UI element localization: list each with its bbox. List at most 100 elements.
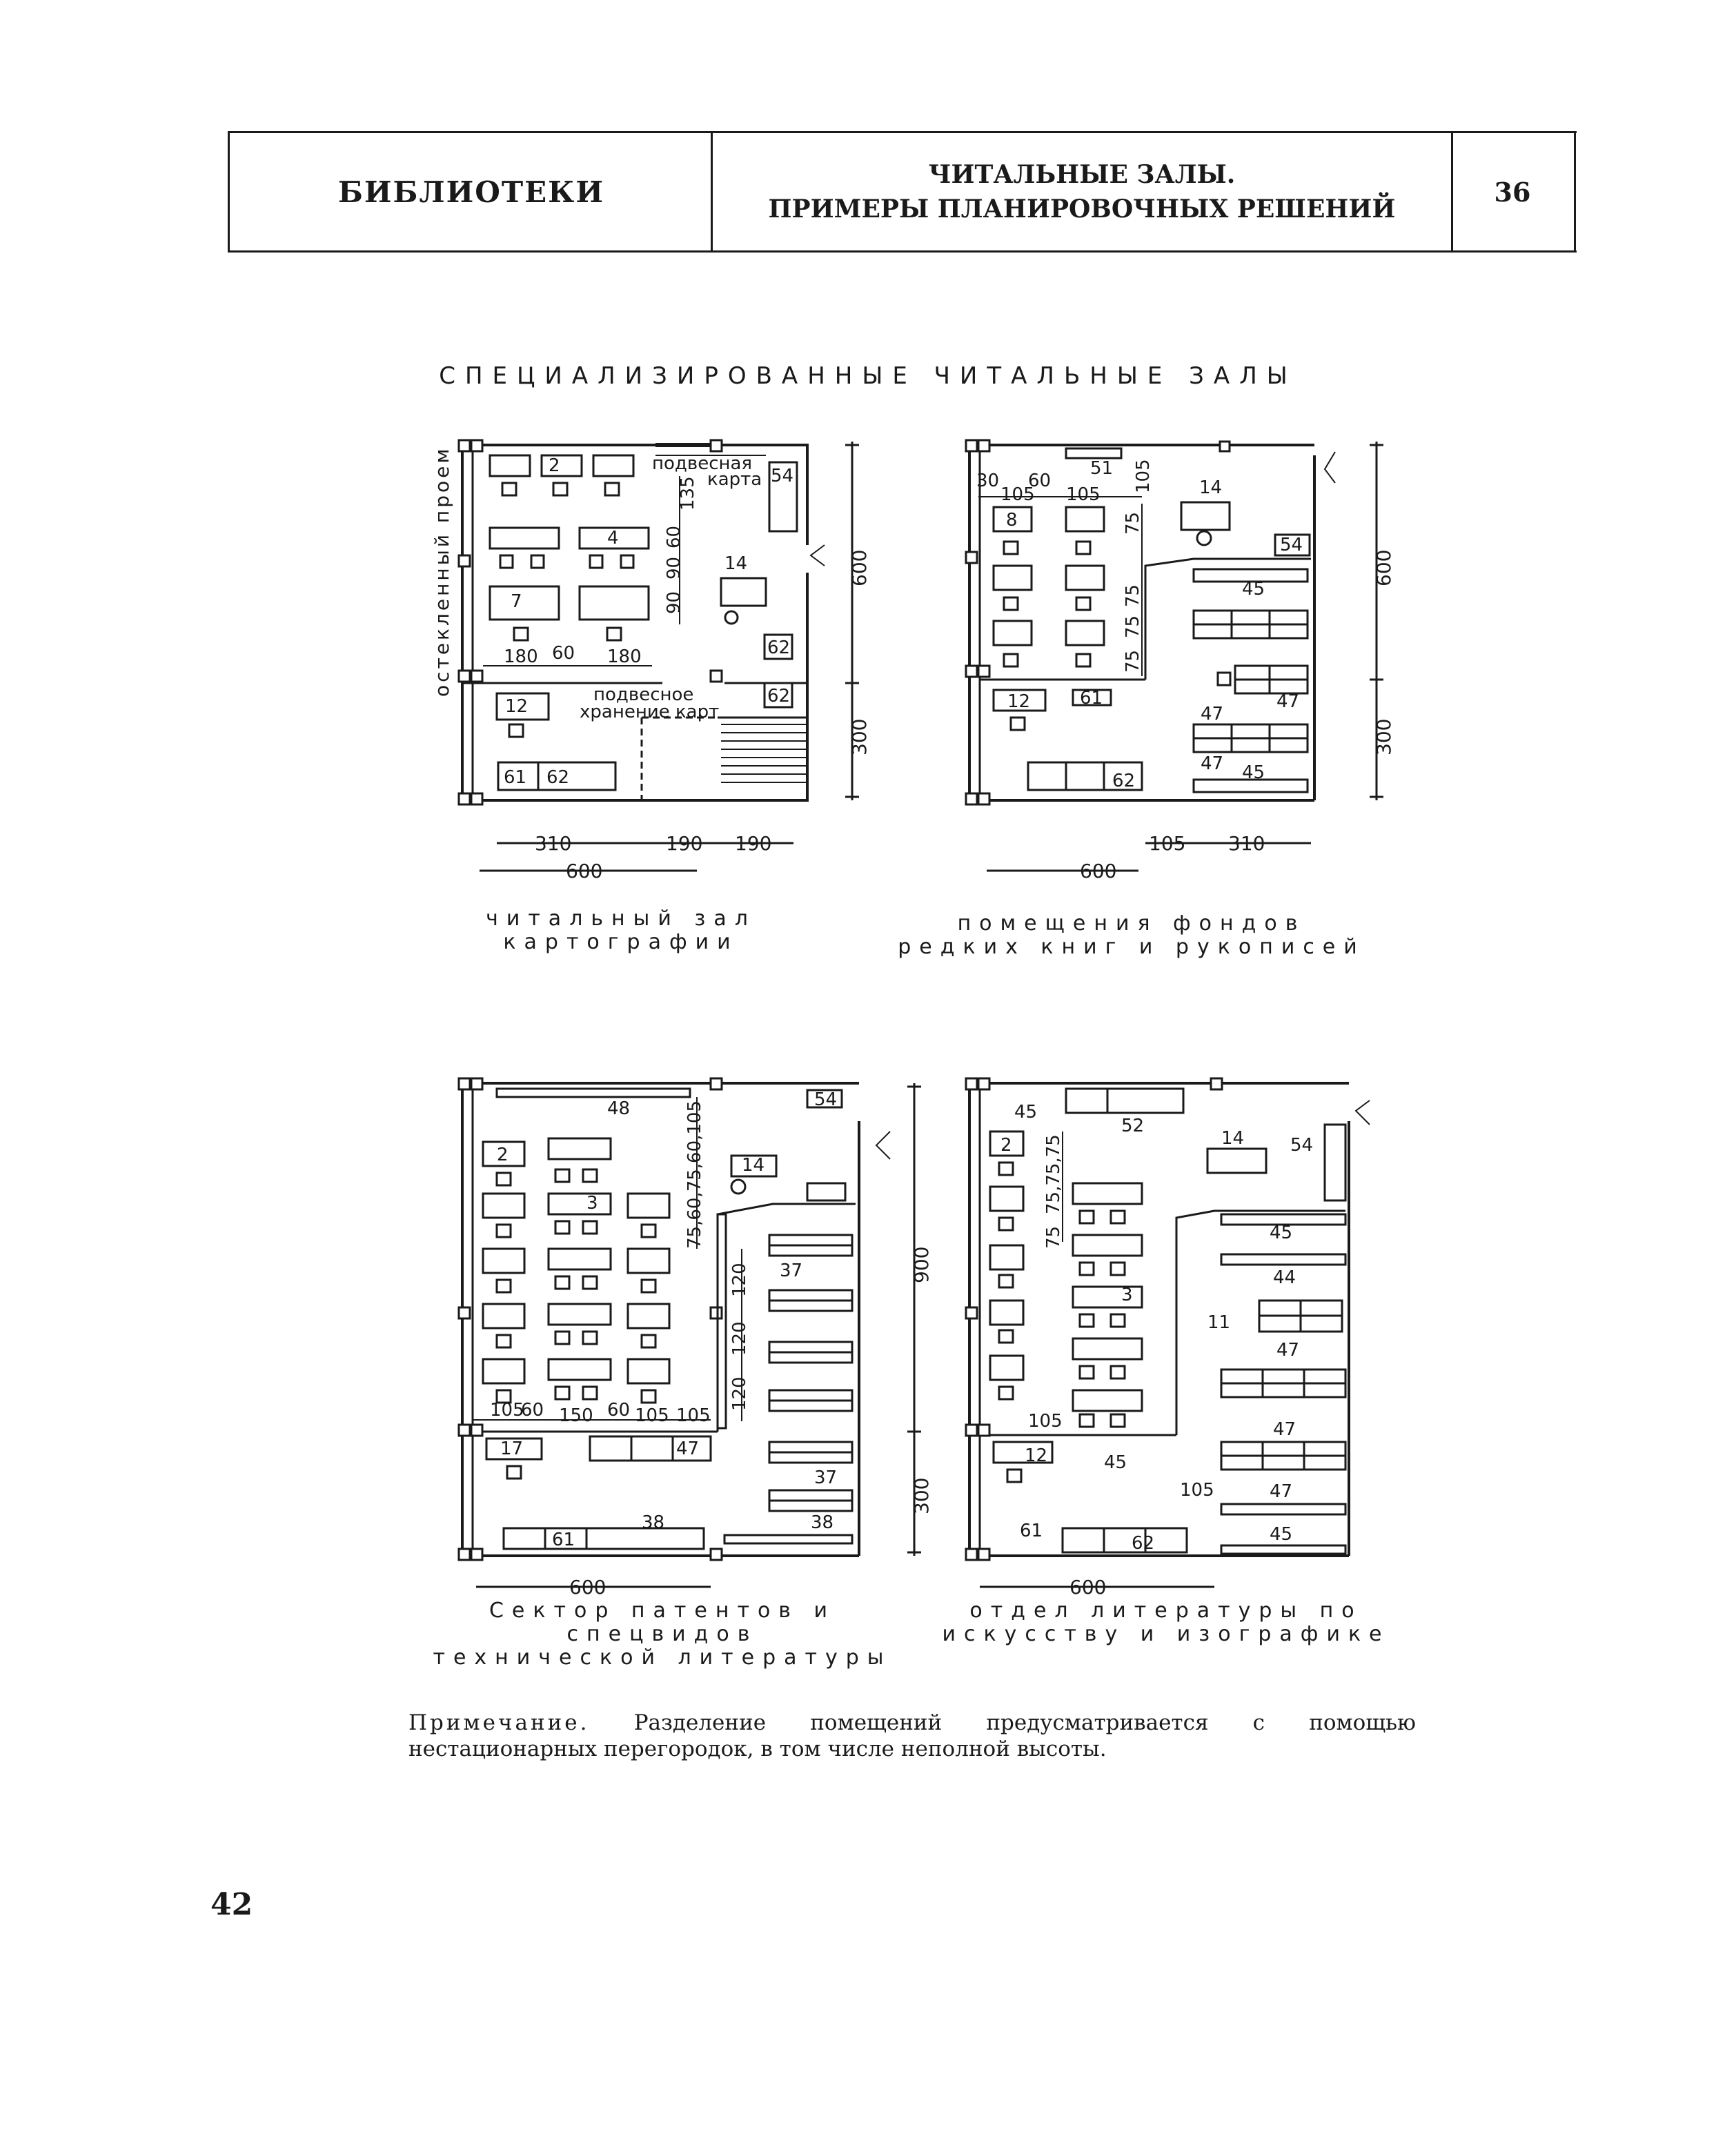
pat-d105b: 105 [635,1405,669,1426]
cart-dim-90b: 90 [664,591,684,614]
header-section: БИБЛИОТЕКИ [228,133,713,250]
cart-dim-60b: 60 [664,526,684,548]
pat-n3: 3 [586,1193,598,1214]
arts-n47c: 47 [1270,1481,1292,1502]
rare-d75a: 75 [1123,512,1143,535]
page-header: БИБЛИОТЕКИ ЧИТАЛЬНЫЕ ЗАЛЫ. ПРИМЕРЫ ПЛАНИ… [228,131,1577,253]
arts-n45d: 45 [1270,1524,1292,1545]
arts-n52: 52 [1121,1116,1144,1136]
pat-n37b: 37 [814,1467,837,1488]
caption-arts-line1: отдел литературы по [969,1599,1363,1623]
arts-n11: 11 [1207,1312,1230,1333]
cart-n7: 7 [511,591,522,612]
rare-n8: 8 [1006,510,1018,531]
header-title-line1: ЧИТАЛЬНЫЕ ЗАЛЫ. [928,160,1236,189]
rare-n47b: 47 [1276,691,1299,712]
cart-n62a: 62 [767,637,790,658]
cart-dim-310: 310 [535,832,571,855]
arts-d75: 75 [1043,1226,1064,1249]
rare-dim-310: 310 [1228,832,1265,855]
pat-d60b: 60 [607,1400,630,1421]
cart-dim-60: 60 [552,643,575,664]
pat-n54: 54 [814,1089,837,1110]
caption-cartography-line1: читальный зал [486,907,756,931]
rare-d75c: 75 [1123,615,1143,638]
arts-n47b: 47 [1273,1419,1296,1440]
caption-rare-books-line2: редких книг и рукописей [898,935,1365,959]
arts-n12: 12 [1025,1445,1047,1466]
pat-dim-300-v: 300 [910,1478,933,1514]
cart-n12: 12 [505,696,528,717]
rare-dim-300-v: 300 [1372,719,1395,755]
rare-dim-105: 105 [1149,832,1185,855]
header-title-line2: ПРИМЕРЫ ПЛАНИРОВОЧНЫХ РЕШЕНИЙ [768,195,1396,224]
cart-n62c: 62 [546,767,569,788]
caption-cartography-line2: картографии [503,930,739,954]
cart-n14: 14 [724,553,747,574]
pat-n48: 48 [607,1098,630,1119]
arts-d-vert: 75,75,75 [1043,1134,1064,1214]
arts-n45a: 45 [1014,1102,1037,1123]
pat-n61: 61 [552,1530,575,1550]
cart-n61: 61 [504,767,526,788]
pat-d60: 60 [521,1400,544,1421]
page-number: 42 [210,1887,253,1922]
cart-dim-135: 135 [678,476,698,511]
footnote-lead: Примечание. [408,1710,590,1735]
pat-d120c: 120 [729,1376,750,1411]
cart-dim-190b: 190 [735,832,771,855]
cart-dim-180: 180 [504,646,538,667]
header-sheet-number: 36 [1451,133,1576,250]
pat-dim-900-v: 900 [910,1247,933,1283]
rare-d105a: 105 [1000,484,1035,505]
pat-n17: 17 [500,1439,523,1459]
rare-dim-600-h: 600 [1080,860,1116,882]
rare-n45a: 45 [1242,579,1265,600]
footnote-text: Разделение помещений предусматривается с… [408,1710,1417,1761]
cart-dim-600-h: 600 [566,860,602,882]
cart-label-map-2: карта [707,469,762,490]
rare-n45b: 45 [1242,762,1265,783]
arts-n54: 54 [1290,1135,1313,1156]
arts-dim-600-h: 600 [1069,1576,1106,1599]
rare-d30: 30 [976,471,999,491]
header-title: ЧИТАЛЬНЫЕ ЗАЛЫ. ПРИМЕРЫ ПЛАНИРОВОЧНЫХ РЕ… [711,133,1453,250]
arts-n44: 44 [1273,1267,1296,1288]
rare-d51: 51 [1090,458,1113,479]
pat-d120a: 120 [729,1263,750,1297]
caption-patents: Сектор патентов и спецвидов технической … [400,1599,925,1670]
caption-arts-line2: искусству и изографике [942,1622,1390,1646]
rare-dim-600-v: 600 [1372,550,1395,586]
arts-n62: 62 [1132,1533,1154,1554]
cart-dim-190a: 190 [666,832,702,855]
cart-dim-600-v: 600 [848,550,871,586]
rare-n12: 12 [1007,691,1030,712]
arts-n45b: 45 [1270,1223,1292,1243]
pat-d105: 105 [490,1400,524,1421]
cart-n2: 2 [549,455,560,476]
rare-d75d: 75 [1123,650,1143,673]
cart-label-storage-2: хранение карт [580,702,719,722]
section-title: СПЕЦИАЛИЗИРОВАННЫЕ ЧИТАЛЬНЫЕ ЗАЛЫ [439,362,1297,390]
caption-rare-books-line1: помещения фондов [957,911,1306,936]
caption-patents-line2: технической литературы [433,1645,892,1670]
pat-n38a: 38 [642,1512,664,1533]
plan-cartography [457,439,859,872]
rare-d105c: 105 [1133,459,1154,493]
plan-arts [965,1077,1370,1588]
rare-n47a: 47 [1201,704,1223,724]
pat-d120b: 120 [729,1321,750,1356]
rare-n14: 14 [1199,477,1222,498]
arts-n61: 61 [1020,1521,1043,1541]
cart-label-map-1: подвесная [652,453,752,474]
rare-n47c: 47 [1201,753,1223,774]
plan-patents [457,1077,921,1588]
caption-patents-line1: Сектор патентов и спецвидов [489,1599,836,1646]
arts-d105b: 105 [1180,1480,1214,1501]
pat-d150: 150 [559,1405,593,1426]
pat-dim-600-h: 600 [569,1576,606,1599]
rare-d105b: 105 [1066,484,1101,505]
pat-d-vert: 75,60,75,60,105 [684,1100,705,1249]
arts-n47a: 47 [1276,1340,1299,1361]
